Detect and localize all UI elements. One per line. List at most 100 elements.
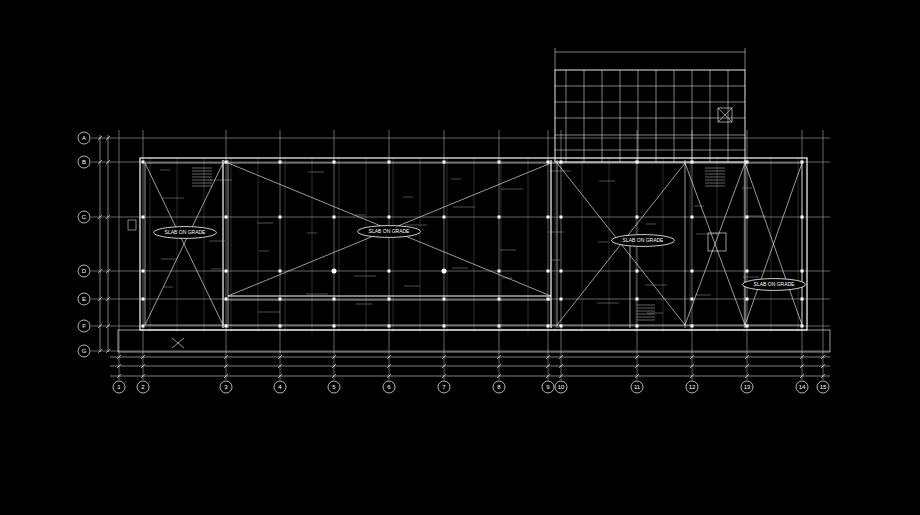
column-mark xyxy=(636,325,639,328)
plan-line xyxy=(690,158,691,332)
grid-label: 6 xyxy=(387,384,390,391)
plan-line xyxy=(192,168,212,169)
column-mark xyxy=(498,270,501,273)
plan-line xyxy=(172,338,184,348)
column-mark xyxy=(388,325,391,328)
plan-line xyxy=(728,70,729,162)
column-mark xyxy=(443,161,446,164)
grid-bubble xyxy=(78,156,90,168)
plan-line xyxy=(800,355,804,359)
plan-line xyxy=(91,326,830,327)
wall-outline xyxy=(140,158,807,330)
column-mark xyxy=(442,269,447,274)
plan-line xyxy=(635,355,639,359)
column-mark xyxy=(560,298,563,301)
plan-line xyxy=(550,160,551,328)
grid-bubble xyxy=(542,381,554,393)
plan-line xyxy=(555,135,745,136)
plan-line xyxy=(106,160,110,164)
grid-label: 9 xyxy=(546,384,549,391)
plan-line xyxy=(685,163,745,325)
plan-line xyxy=(162,198,184,199)
plan-line xyxy=(387,355,391,359)
plan-line xyxy=(705,171,725,172)
plan-line xyxy=(695,295,711,296)
plan-line xyxy=(609,158,610,332)
plan-line xyxy=(106,349,110,353)
plan-line xyxy=(637,305,655,306)
column-mark xyxy=(333,216,336,219)
grid-bubble xyxy=(78,211,90,223)
plan-line xyxy=(742,188,752,189)
plan-line xyxy=(226,130,227,380)
grid-label: 7 xyxy=(442,384,445,391)
column-mark xyxy=(388,161,391,164)
column-mark xyxy=(142,161,145,164)
plan-line xyxy=(110,357,830,358)
plan-line xyxy=(638,70,639,162)
plan-line xyxy=(106,136,110,140)
plan-line xyxy=(501,158,502,332)
plan-line xyxy=(366,158,367,332)
column-mark xyxy=(279,161,282,164)
plan-line xyxy=(332,364,336,368)
grid-bubble xyxy=(78,293,90,305)
plan-line xyxy=(117,355,121,359)
column-mark xyxy=(801,270,804,273)
column-mark xyxy=(142,325,145,328)
plan-line xyxy=(119,130,120,380)
grid-label: D xyxy=(82,268,86,275)
plan-line xyxy=(334,130,335,380)
plan-line xyxy=(497,374,501,378)
plan-line xyxy=(694,206,704,207)
plan-line xyxy=(637,320,655,321)
grid-bubble xyxy=(631,381,643,393)
column-mark xyxy=(333,270,336,273)
column-mark xyxy=(691,298,694,301)
plan-line xyxy=(106,269,110,273)
plan-line xyxy=(548,232,564,233)
plan-line xyxy=(141,355,145,359)
callout-ellipse: SLAB ON GRADE xyxy=(357,225,421,238)
column-mark xyxy=(333,298,336,301)
grid-bubble xyxy=(493,381,505,393)
wall-outline xyxy=(555,70,745,162)
callout-text: SLAB ON GRADE xyxy=(369,228,410,234)
grid-label: 8 xyxy=(497,384,500,391)
plan-line xyxy=(559,374,563,378)
grid-label: E xyxy=(82,296,86,303)
plan-line xyxy=(452,268,468,269)
column-mark xyxy=(560,325,563,328)
plan-line xyxy=(771,158,772,332)
plan-line xyxy=(717,158,718,332)
column-mark xyxy=(560,270,563,273)
column-mark xyxy=(225,270,228,273)
plan-line xyxy=(637,311,655,312)
plan-line xyxy=(705,183,725,184)
plan-line xyxy=(555,52,745,53)
column-mark xyxy=(279,216,282,219)
plan-line xyxy=(332,374,336,378)
plan-line xyxy=(744,158,745,332)
plan-line xyxy=(98,297,102,301)
grid-label: 3 xyxy=(224,384,227,391)
plan-line xyxy=(98,160,102,164)
grid-label: 5 xyxy=(332,384,335,391)
grid-label: 10 xyxy=(558,384,565,391)
plan-line xyxy=(91,138,830,139)
plan-line xyxy=(743,277,759,278)
plan-line xyxy=(705,174,725,175)
ellipse-shape xyxy=(612,234,675,246)
plan-line xyxy=(278,355,282,359)
grid-bubble xyxy=(438,381,450,393)
plan-line xyxy=(278,374,282,378)
plan-line xyxy=(647,313,663,314)
grid-bubble xyxy=(741,381,753,393)
column-mark xyxy=(636,161,639,164)
plan-line xyxy=(98,349,102,353)
plan-line xyxy=(557,160,558,328)
plan-line xyxy=(106,324,110,328)
plan-line xyxy=(405,225,427,226)
plan-line xyxy=(705,177,725,178)
